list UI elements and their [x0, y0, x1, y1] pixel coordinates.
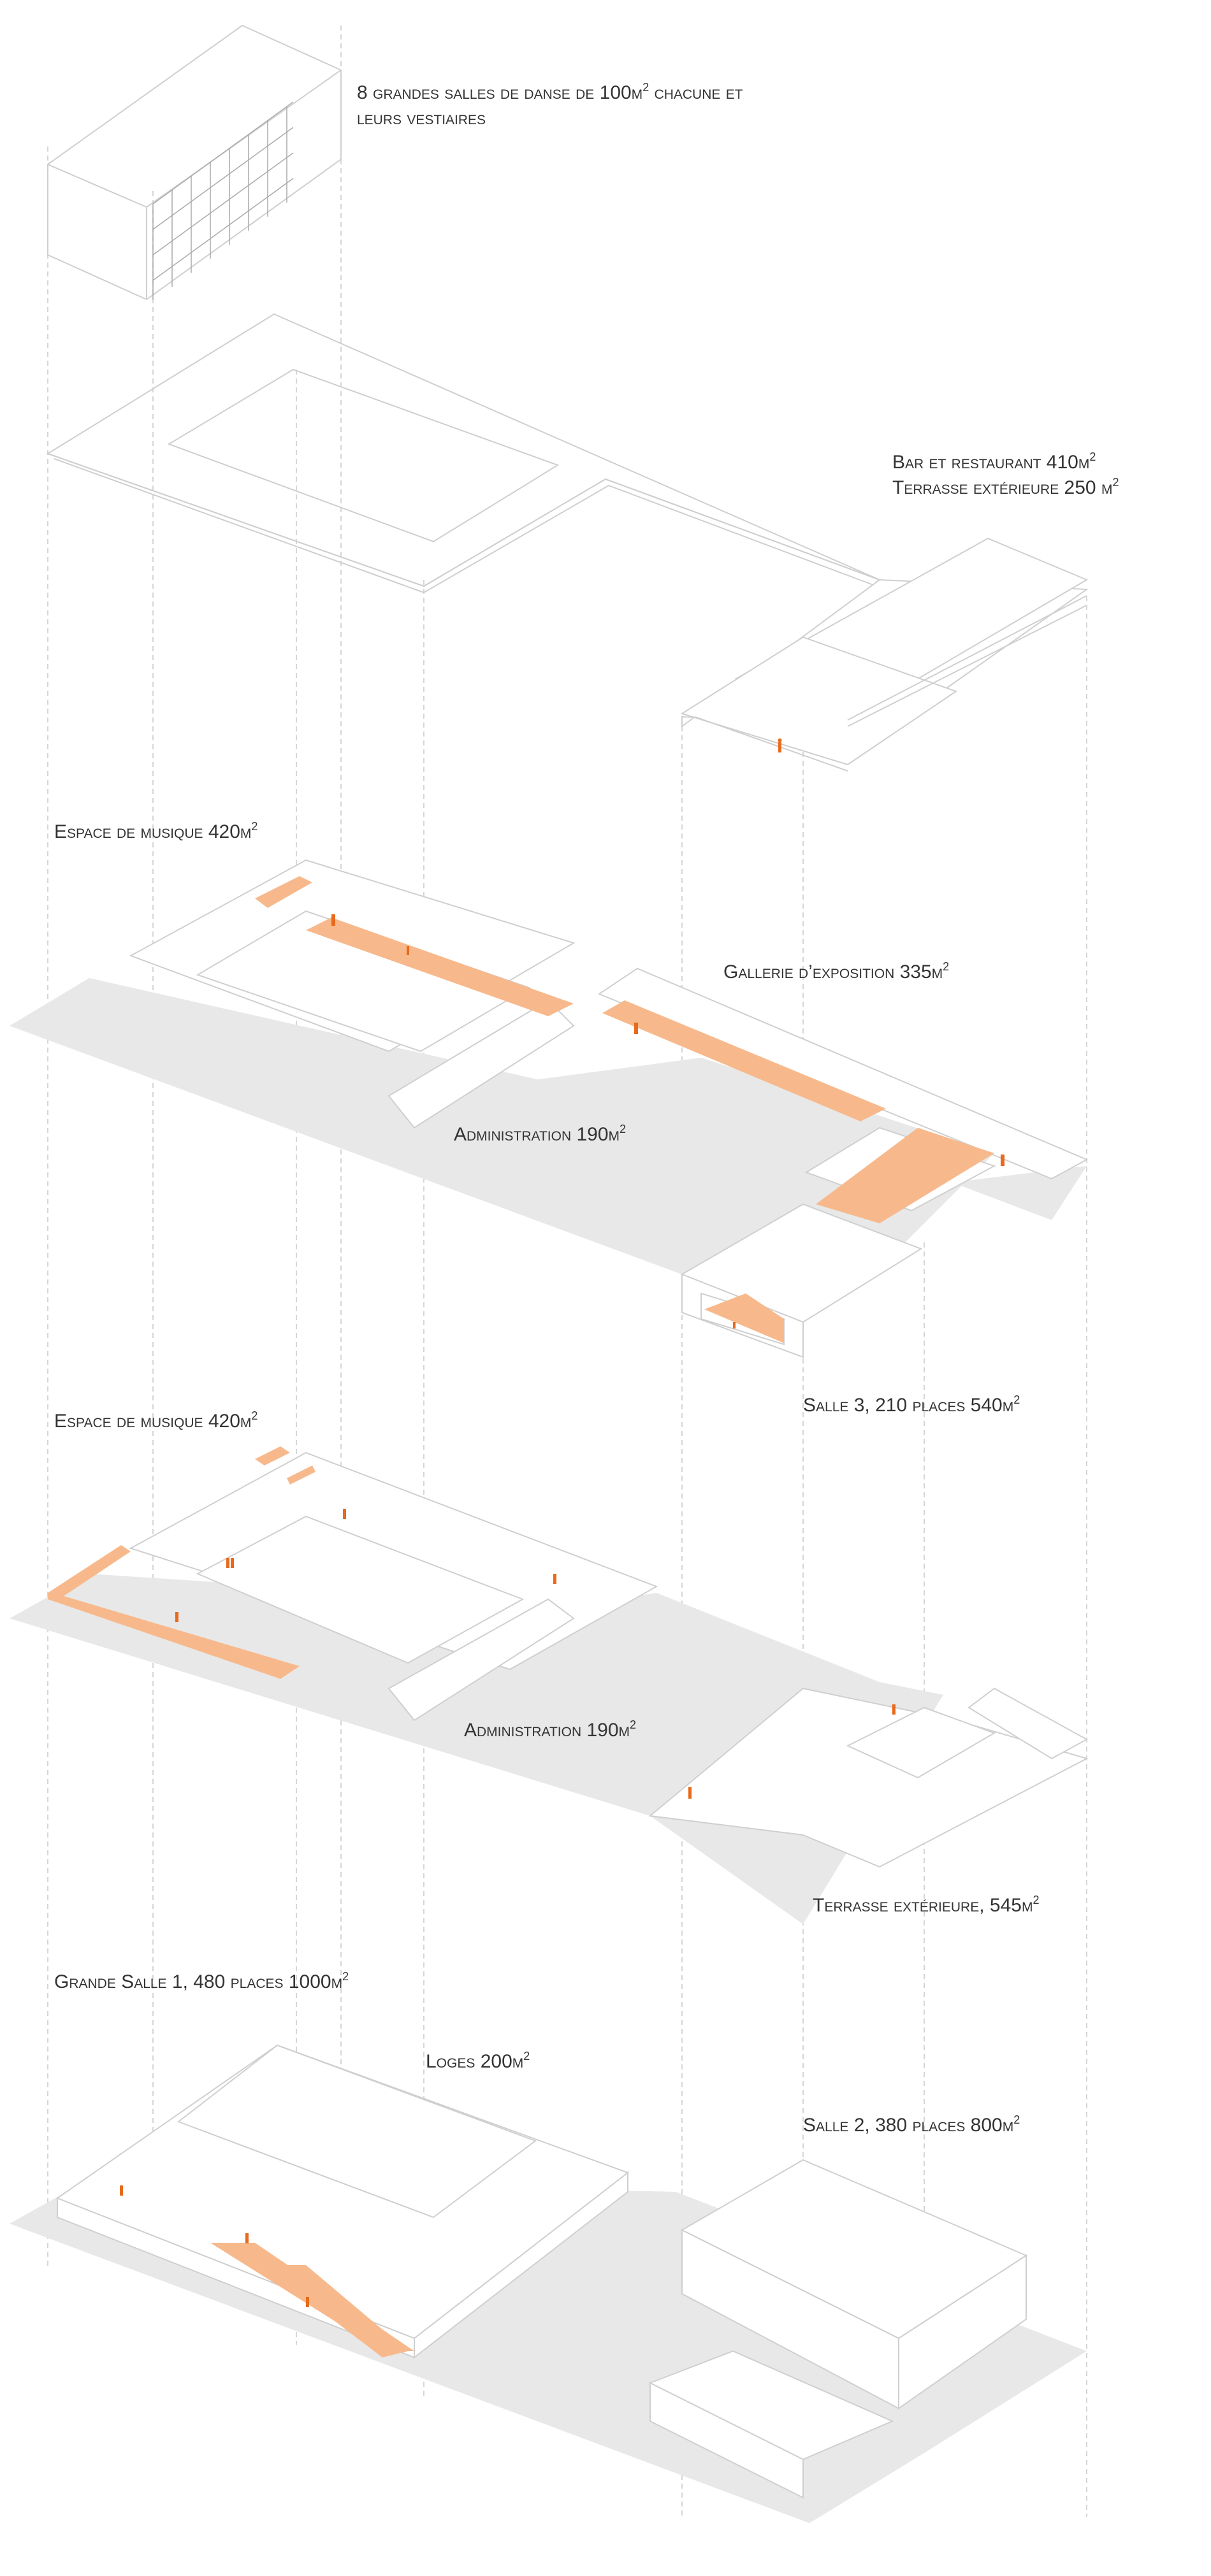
label-musique-2: Espace de musique 420m2 — [54, 1409, 257, 1432]
label-salle3: Salle 3, 210 places 540m2 — [803, 1393, 1020, 1416]
label-danse-line1: 8 grandes salles de danse de 100m2 chacu… — [357, 81, 743, 103]
level2-people — [331, 914, 1004, 1328]
grande-salle-orange-ramp — [210, 2243, 414, 2357]
label-musique-1: Espace de musique 420m2 — [54, 820, 257, 842]
diagram-labels: 8 grandes salles de danse de 100m2 chacu… — [54, 81, 1119, 2136]
level2-ground-shadow — [10, 978, 1087, 1274]
grande-salle-block — [55, 2044, 630, 2359]
label-salle2: Salle 2, 380 places 800m2 — [803, 2113, 1020, 2136]
label-admin-1: Administration 190m2 — [454, 1123, 626, 1145]
level1-orange-spaces — [48, 1446, 315, 1679]
label-terrasse: Terrasse extérieure, 545m2 — [813, 1894, 1039, 1916]
label-admin-2: Administration 190m2 — [464, 1718, 636, 1741]
person-figure — [778, 738, 782, 752]
music-space-floor — [255, 876, 312, 908]
salle2-block — [648, 2159, 1028, 2499]
dance-studios-block — [46, 24, 343, 300]
level2-orange-spaces — [255, 876, 994, 1343]
salle3-foyer-floor — [816, 1128, 994, 1223]
label-bar-line1: Bar et restaurant 410m2 — [892, 450, 1096, 473]
music-corridor-floor — [306, 917, 574, 1016]
label-bar-line2: Terrasse extérieure 250 m2 — [892, 476, 1119, 498]
bar-restaurant-block — [680, 537, 1089, 772]
music-space-lower-floor — [48, 1545, 300, 1679]
level1-people — [175, 1509, 896, 1799]
level1-building — [129, 1451, 1089, 1868]
music-space-stair — [255, 1446, 290, 1465]
roof-outline — [46, 313, 1089, 728]
label-danse-line2: leurs vestiaires — [357, 108, 486, 129]
level0-people — [120, 2185, 309, 2307]
label-grande-salle: Grande Salle 1, 480 places 1000m2 — [54, 1970, 349, 1992]
salle3-floor — [704, 1293, 784, 1343]
label-loges: Loges 200m2 — [426, 2050, 530, 2072]
dance-studio-window-grid — [152, 101, 294, 299]
gallery-floor — [602, 1000, 886, 1121]
label-gallerie: Gallerie d’exposition 335m2 — [723, 960, 949, 982]
level2-building — [129, 859, 1089, 1358]
